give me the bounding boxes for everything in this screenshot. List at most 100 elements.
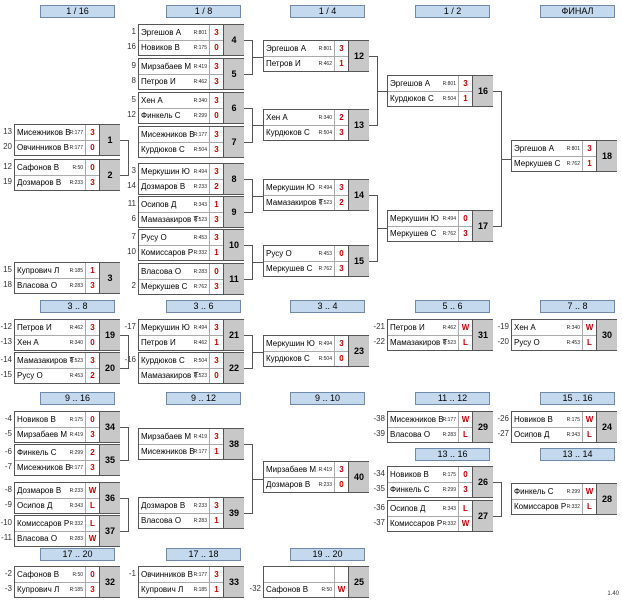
match-box[interactable]: Мисежников ВR:1773Овчинников ВR:17701 [14, 124, 120, 156]
match-box[interactable]: Мамазакиров ТR:5233Русу ОR:453220 [14, 352, 120, 384]
player-row[interactable]: Овчинников ВR:1770 [15, 140, 99, 155]
player-row[interactable]: Мисежников ВR:1771 [139, 444, 223, 459]
player-row[interactable]: Осипов ДR:343L [15, 498, 99, 513]
match-box[interactable]: Мирзабаев МR:4193Мисежников ВR:177138 [138, 428, 244, 460]
match-box[interactable]: Хен АR:340WРусу ОR:453L30 [511, 319, 617, 351]
match-box[interactable]: Меркушин ЮR:4943Курдюков СR:504023 [263, 335, 369, 367]
player-row[interactable]: Мисежников ВR:177W [388, 412, 472, 428]
player-row[interactable]: Меркушин ЮR:4943 [139, 320, 223, 336]
player-row[interactable]: Дозмаров ВR:2333 [139, 498, 223, 514]
player-row[interactable]: Комиссаров РR:3321 [139, 245, 223, 260]
player-row[interactable]: Купрович ЛR:1851 [139, 582, 223, 597]
player-row[interactable]: Русу ОR:4532 [15, 368, 99, 383]
match-box[interactable]: Финкель СR:2992Мисежников ВR:177335 [14, 444, 120, 476]
player-row[interactable]: Меркушев СR:7623 [139, 279, 223, 294]
player-row[interactable]: Власова ОR:2831 [139, 513, 223, 528]
player-row[interactable]: Русу ОR:4533 [139, 230, 223, 246]
match-box[interactable]: Новиков ВR:1750Финкель СR:299326 [387, 466, 493, 498]
player-row[interactable]: Власова ОR:2830 [139, 264, 223, 280]
player-row[interactable]: Петров ИR:462W [388, 320, 472, 336]
match-box[interactable]: Петров ИR:4623Хен АR:340019 [14, 319, 120, 351]
match-box[interactable]: Мисежников ВR:1773Курдюков СR:50437 [138, 126, 244, 158]
player-row[interactable]: Дозмаров ВR:2332 [139, 179, 223, 194]
match-box[interactable]: Хен АR:3402Курдюков СR:504313 [263, 109, 369, 141]
player-row[interactable]: Мамазакиров ТR:5232 [264, 195, 348, 210]
player-row[interactable]: Мирзабаев МR:4193 [15, 427, 99, 442]
player-row[interactable]: Хен АR:3403 [139, 93, 223, 109]
player-row[interactable]: Комиссаров РR:332L [512, 499, 596, 514]
player-row[interactable]: Мисежников ВR:1773 [15, 460, 99, 475]
player-row[interactable]: Овчинников ВR:1773 [139, 567, 223, 583]
player-row[interactable]: Хен АR:3402 [264, 110, 348, 126]
match-box[interactable]: Меркушин ЮR:4943Мамазакиров ТR:523214 [263, 179, 369, 211]
player-row[interactable]: Власова ОR:283L [388, 427, 472, 442]
player-row[interactable]: Осипов ДR:3431 [139, 197, 223, 213]
match-box[interactable]: Мисежников ВR:177WВласова ОR:283L29 [387, 411, 493, 443]
match-box[interactable]: Сафонов ВR:500Дозмаров ВR:23332 [14, 159, 120, 191]
player-row[interactable]: Дозмаров ВR:233W [15, 483, 99, 499]
player-row[interactable]: Петров ИR:4621 [139, 335, 223, 350]
match-box[interactable]: Дозмаров ВR:233WОсипов ДR:343L36 [14, 482, 120, 514]
match-box[interactable]: Мирзабаев МR:4193Петров ИR:46235 [138, 58, 244, 90]
match-box[interactable]: Меркушин ЮR:4943Петров ИR:462121 [138, 319, 244, 351]
match-box[interactable]: Власова ОR:2830Меркушев СR:762311 [138, 263, 244, 295]
player-row[interactable]: Новиков ВR:175W [512, 412, 596, 428]
player-row[interactable]: Мамазакиров ТR:5233 [139, 212, 223, 227]
player-row[interactable]: Купрович ЛR:1853 [15, 582, 99, 597]
match-box[interactable]: Купрович ЛR:1851Власова ОR:28333 [14, 262, 120, 294]
player-row[interactable]: Сафонов ВR:50W [264, 582, 348, 597]
player-row[interactable]: Комиссаров РR:332L [15, 516, 99, 532]
player-row[interactable]: Курдюков СR:5043 [139, 353, 223, 369]
player-row[interactable]: Мирзабаев МR:4193 [139, 429, 223, 445]
player-row[interactable]: Комиссаров РR:332W [388, 516, 472, 531]
player-row[interactable]: Курдюков СR:5043 [139, 142, 223, 157]
player-row[interactable]: Мисежников ВR:1773 [139, 127, 223, 143]
player-row[interactable]: Новиков ВR:1750 [15, 412, 99, 428]
match-box[interactable]: Меркушин ЮR:4943Дозмаров ВR:23328 [138, 163, 244, 195]
player-row[interactable]: Хен АR:3400 [15, 335, 99, 350]
player-row[interactable]: Осипов ДR:343L [388, 501, 472, 517]
player-row[interactable]: Сафонов ВR:500 [15, 160, 99, 176]
player-row[interactable]: Эргешов АR:8013 [512, 141, 596, 157]
match-box[interactable]: Эргешов АR:8013Новиков ВR:17504 [138, 24, 244, 56]
match-box[interactable]: Русу ОR:4533Комиссаров РR:332110 [138, 229, 244, 261]
player-row[interactable]: Эргешов АR:8013 [264, 41, 348, 57]
player-row[interactable]: Мамазакиров ТR:5230 [139, 368, 223, 383]
player-row[interactable]: Мамазакиров ТR:523L [388, 335, 472, 350]
player-row[interactable]: Меркушин ЮR:4943 [139, 164, 223, 180]
player-row[interactable]: Новиков ВR:1750 [388, 467, 472, 483]
player-row[interactable]: Петров ИR:4623 [15, 320, 99, 336]
match-box[interactable]: Сафонов ВR:50W25 [263, 566, 369, 598]
player-row[interactable]: Эргешов АR:8013 [388, 76, 472, 92]
player-row[interactable]: Меркушин ЮR:4943 [264, 336, 348, 352]
match-box[interactable]: Осипов ДR:3431Мамазакиров ТR:52339 [138, 196, 244, 228]
match-box[interactable]: Меркушин ЮR:4940Меркушев СR:762317 [387, 210, 493, 242]
player-row[interactable]: Купрович ЛR:1851 [15, 263, 99, 279]
player-row[interactable]: Меркушев СR:7623 [264, 261, 348, 276]
player-row[interactable]: Финкель СR:299W [512, 484, 596, 500]
match-box[interactable]: Петров ИR:462WМамазакиров ТR:523L31 [387, 319, 493, 351]
player-row[interactable]: Русу ОR:4530 [264, 246, 348, 262]
player-row[interactable]: Эргешов АR:8013 [139, 25, 223, 41]
player-row[interactable]: Сафонов ВR:500 [15, 567, 99, 583]
match-box[interactable]: Комиссаров РR:332LВласова ОR:283W37 [14, 515, 120, 547]
player-row[interactable]: Курдюков СR:5040 [264, 351, 348, 366]
player-row[interactable]: Новиков ВR:1750 [139, 40, 223, 55]
player-row[interactable]: Финкель СR:2992 [15, 445, 99, 461]
player-row[interactable]: Мирзабаев МR:4193 [264, 462, 348, 478]
player-row[interactable]: Петров ИR:4621 [264, 56, 348, 71]
player-row[interactable]: Курдюков СR:5041 [388, 91, 472, 106]
match-box[interactable]: Эргешов АR:8013Петров ИR:462112 [263, 40, 369, 72]
match-box[interactable]: Эргешов АR:8013Курдюков СR:504116 [387, 75, 493, 107]
player-row[interactable]: Курдюков СR:5043 [264, 125, 348, 140]
player-row[interactable]: Финкель СR:2993 [388, 482, 472, 497]
match-box[interactable]: Осипов ДR:343LКомиссаров РR:332W27 [387, 500, 493, 532]
player-row[interactable]: Власова ОR:283W [15, 531, 99, 546]
match-box[interactable]: Новиков ВR:175WОсипов ДR:343L24 [511, 411, 617, 443]
player-row[interactable]: Меркушев СR:7621 [512, 156, 596, 171]
player-row[interactable]: Хен АR:340W [512, 320, 596, 336]
match-box[interactable]: Новиков ВR:1750Мирзабаев МR:419334 [14, 411, 120, 443]
player-row[interactable]: Осипов ДR:343L [512, 427, 596, 442]
match-box[interactable]: Дозмаров ВR:2333Власова ОR:283139 [138, 497, 244, 529]
player-row[interactable]: Мисежников ВR:1773 [15, 125, 99, 141]
